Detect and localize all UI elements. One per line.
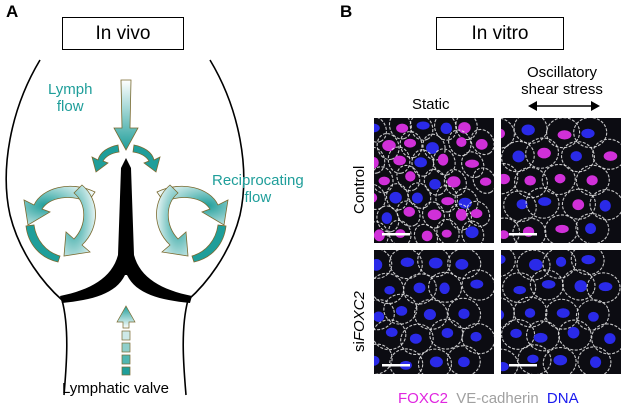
reciprocating-arrow-right-3	[191, 224, 227, 263]
vessel-wall-left	[5, 59, 68, 396]
reciprocating-arrow-left-3	[25, 224, 61, 263]
dashed-arrow-up	[116, 305, 136, 376]
oscillatory-line-2: shear stress	[521, 81, 603, 98]
in-vivo-title-box: In vivo	[62, 17, 184, 50]
micrograph-control-static	[374, 118, 494, 243]
column-label-oscillatory: Oscillatory shear stress	[500, 64, 624, 98]
lymphatic-valve-diagram	[5, 59, 245, 396]
in-vivo-title: In vivo	[95, 22, 151, 44]
vessel-wall-right	[182, 59, 245, 396]
reciprocating-flow-line-2: flow	[244, 189, 272, 206]
row-label-sifoxc2: siFOXC2	[351, 291, 368, 352]
row-label-si: si	[351, 341, 368, 352]
micrograph-sifoxc2-oscillatory	[501, 250, 621, 374]
panel-a-letter: A	[6, 2, 19, 21]
stain-legend: FOXC2 VE-cadherin DNA	[398, 390, 583, 407]
valve-leaflets	[60, 158, 192, 303]
row-label-gene: FOXC2	[351, 291, 368, 342]
split-arrow-right	[132, 144, 161, 173]
in-vitro-title: In vitro	[471, 22, 529, 44]
lymph-flow-label: Lymph flow	[48, 81, 92, 115]
micrograph-sifoxc2-static	[374, 250, 494, 374]
reciprocating-flow-label: Reciprocating flow	[212, 172, 304, 206]
reciprocating-arrow-left-2	[63, 184, 96, 257]
lymph-flow-line-1: Lymph	[48, 81, 93, 98]
lymph-flow-line-2: flow	[56, 98, 84, 115]
row-label-control: Control	[351, 165, 368, 214]
legend-dna: DNA	[546, 390, 579, 407]
reciprocating-arrow-right-2	[156, 184, 189, 257]
column-label-static: Static	[412, 96, 450, 113]
micrograph-control-oscillatory	[501, 118, 621, 243]
lymphatic-valve-label: Lymphatic valve	[62, 380, 169, 397]
panel-b-letter: B	[340, 2, 353, 21]
oscillatory-line-1: Oscillatory	[526, 64, 597, 81]
lymph-flow-arrow-down	[113, 79, 139, 151]
reciprocating-flow-line-1: Reciprocating	[212, 172, 304, 189]
in-vitro-title-box: In vitro	[436, 17, 564, 50]
legend-foxc2: FOXC2	[398, 390, 449, 407]
split-arrow-left	[91, 144, 120, 173]
legend-vecadherin: VE-cadherin	[456, 390, 539, 407]
double-arrow-icon	[528, 101, 600, 111]
